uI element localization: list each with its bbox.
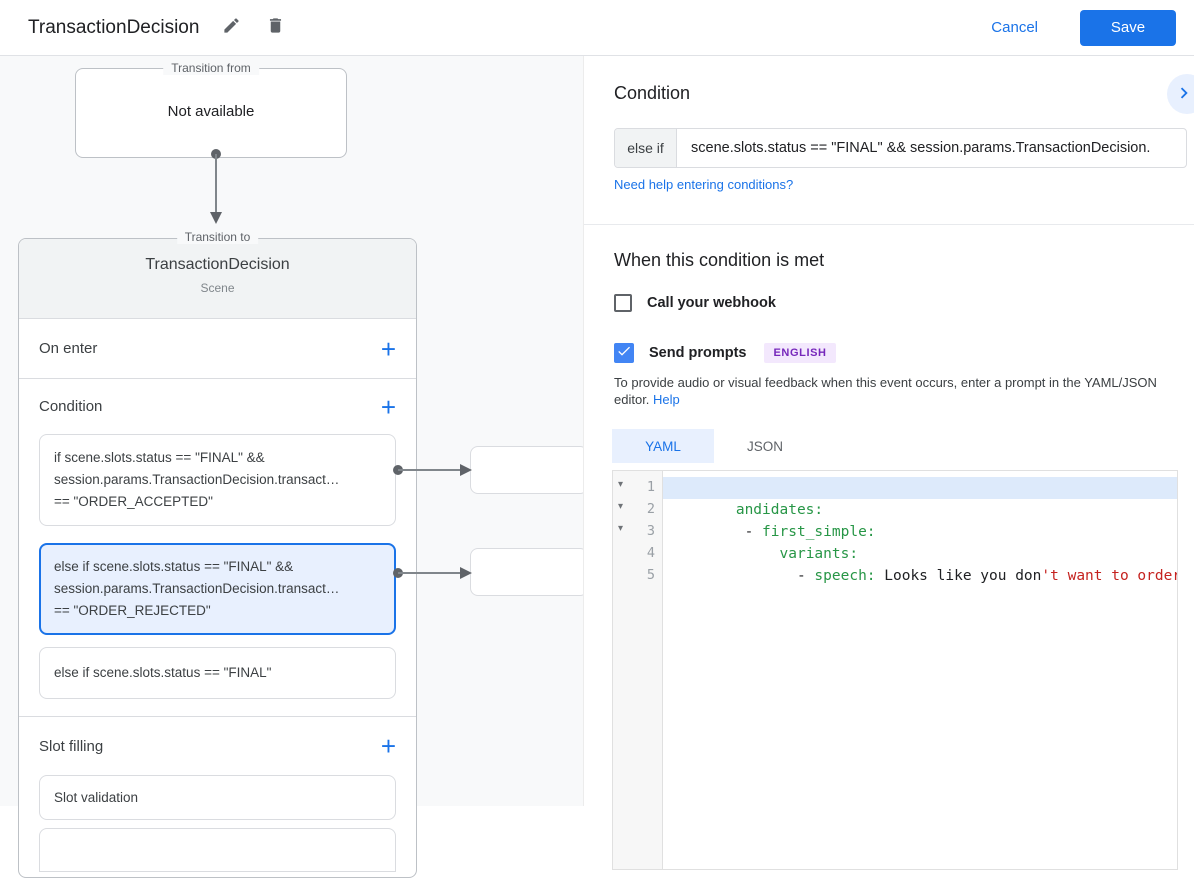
slot-card-label: Slot validation	[54, 790, 139, 805]
add-on-enter-button[interactable]: +	[380, 333, 396, 364]
editor-gutter: ▾ 1 ▾ 2 ▾ 3 4 5	[613, 471, 663, 869]
code-line[interactable]: - speech: Looks like you don't want to o…	[663, 543, 1177, 584]
top-bar: TransactionDecision Cancel Save	[0, 0, 1194, 56]
condition-text: if scene.slots.status == "FINAL" &&	[54, 450, 265, 465]
scene-name: TransactionDecision	[145, 256, 290, 273]
condition-text: session.params.TransactionDecision.trans…	[54, 472, 340, 487]
condition-section-header: Condition +	[19, 379, 416, 434]
gutter-row: 4	[613, 543, 662, 565]
condition-text: else if scene.slots.status == "FINAL" &&	[54, 559, 294, 574]
transition-target-node-2[interactable]	[470, 548, 588, 596]
when-condition-met-title: When this condition is met	[614, 250, 825, 270]
code-line[interactable]: variants:	[663, 521, 1177, 562]
slot-filling-section-header: Slot filling +	[19, 717, 416, 775]
send-prompts-checkbox[interactable]	[614, 343, 634, 363]
scene-header: TransactionDecision Scene	[19, 239, 416, 319]
send-prompts-label: Send prompts	[649, 345, 747, 361]
chevron-right-icon	[1173, 82, 1194, 107]
editor-code-area[interactable]: andidates: - first_simple: variants: - s…	[663, 471, 1177, 869]
code-token: Looks like you don	[875, 568, 1042, 584]
code-token	[736, 546, 780, 562]
prompt-description: To provide audio or visual feedback when…	[614, 374, 1180, 408]
call-webhook-label: Call your webhook	[647, 295, 776, 311]
condition-card-final[interactable]: else if scene.slots.status == "FINAL"	[39, 647, 396, 699]
transition-to-label: Transition to	[176, 230, 259, 244]
section-divider	[19, 716, 416, 717]
on-enter-label: On enter	[39, 340, 98, 357]
condition-prefix-label: else if	[615, 129, 677, 167]
line-number: 3	[646, 523, 655, 539]
checkmark-icon	[616, 343, 632, 364]
line-number: 4	[646, 545, 655, 561]
condition-expression-field[interactable]: else if scene.slots.status == "FINAL" &&…	[614, 128, 1187, 168]
code-token: -	[735, 524, 763, 540]
condition-text: == "ORDER_ACCEPTED"	[54, 494, 213, 509]
transition-from-label: Transition from	[163, 61, 259, 75]
on-enter-section: On enter +	[19, 319, 416, 379]
save-button[interactable]: Save	[1080, 9, 1176, 46]
fold-toggle-icon[interactable]: ▾	[618, 479, 624, 490]
code-token: first_simple:	[762, 524, 876, 540]
tab-json[interactable]: JSON	[746, 438, 783, 454]
transition-target-node-1[interactable]	[470, 446, 588, 494]
gutter-row: ▾ 1	[613, 477, 662, 499]
scene-diagram-canvas: Transition from Not available Transition…	[0, 56, 588, 878]
condition-text: else if scene.slots.status == "FINAL"	[54, 665, 272, 680]
slot-validation-card[interactable]: Slot validation	[39, 775, 396, 820]
transition-from-box: Transition from Not available	[75, 61, 347, 158]
clipped-card[interactable]	[39, 828, 396, 872]
gutter-row: 5	[613, 565, 662, 587]
condition-text: session.params.TransactionDecision.trans…	[54, 581, 340, 596]
page-title: TransactionDecision	[28, 16, 200, 38]
conditions-help-link[interactable]: Need help entering conditions?	[614, 177, 794, 192]
line-number: 5	[646, 567, 655, 583]
trash-icon	[266, 16, 285, 40]
prompt-description-text: To provide audio or visual feedback when…	[614, 375, 1157, 407]
edit-title-button[interactable]	[219, 16, 243, 40]
delete-scene-button[interactable]	[263, 16, 287, 40]
down-arrow-connector	[210, 149, 222, 224]
fold-toggle-icon[interactable]: ▾	[618, 501, 624, 512]
right-arrow-connector-1	[393, 464, 472, 476]
condition-card-order-rejected-selected[interactable]: else if scene.slots.status == "FINAL" &&…	[39, 543, 396, 635]
condition-text: == "ORDER_REJECTED"	[54, 603, 211, 618]
panel-title: Condition	[614, 83, 691, 103]
call-webhook-checkbox[interactable]	[614, 294, 632, 312]
slot-filling-label: Slot filling	[39, 737, 104, 755]
code-token: speech:	[814, 568, 876, 584]
line-number: 2	[646, 501, 655, 517]
editor-tabs: YAML JSON	[612, 429, 816, 463]
transition-to-box: Transition to TransactionDecision Scene …	[18, 230, 417, 878]
gutter-row: ▾ 3	[613, 521, 662, 543]
condition-card-order-accepted[interactable]: if scene.slots.status == "FINAL" && sess…	[39, 434, 396, 526]
prompt-code-editor[interactable]: ▾ 1 ▾ 2 ▾ 3 4 5 andidates: - firs	[612, 470, 1178, 870]
gutter-row: ▾ 2	[613, 499, 662, 521]
code-token: variants:	[779, 546, 859, 562]
cancel-button[interactable]: Cancel	[975, 11, 1054, 44]
pencil-icon	[222, 16, 241, 40]
condition-expression-value[interactable]: scene.slots.status == "FINAL" && session…	[691, 140, 1151, 156]
prompt-help-link[interactable]: Help	[653, 392, 680, 407]
panel-divider	[584, 224, 1194, 225]
condition-detail-panel: Condition else if scene.slots.status == …	[583, 56, 1194, 870]
transition-from-content: Not available	[167, 102, 255, 120]
code-token: -	[735, 568, 815, 584]
tab-yaml[interactable]: YAML	[612, 429, 714, 463]
code-token: 't want to order anyt	[1041, 568, 1177, 584]
send-prompts-row: Send prompts ENGLISH	[614, 343, 836, 363]
language-badge: ENGLISH	[764, 343, 836, 363]
add-condition-button[interactable]: +	[380, 391, 396, 422]
code-token: andidates:	[735, 502, 824, 518]
call-webhook-row: Call your webhook	[614, 294, 776, 312]
right-arrow-connector-2	[393, 567, 472, 579]
line-number: 1	[646, 479, 655, 495]
collapse-panel-button[interactable]	[1167, 74, 1194, 114]
condition-section-label: Condition	[39, 398, 103, 415]
add-slot-button[interactable]: +	[380, 731, 396, 761]
code-line-active[interactable]: andidates:	[663, 477, 1177, 518]
scene-type-label: Scene	[200, 281, 235, 295]
fold-toggle-icon[interactable]: ▾	[618, 523, 624, 534]
code-line[interactable]: - first_simple:	[663, 499, 1177, 540]
